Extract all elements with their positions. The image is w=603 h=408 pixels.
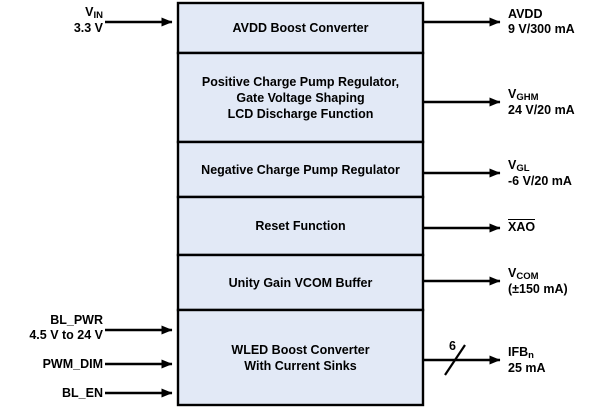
bus-width-label-ifbn: 6 — [449, 339, 456, 353]
block-label-neg-charge-pump: Negative Charge Pump Regulator — [201, 162, 400, 177]
output-name-vghm: V — [508, 87, 517, 101]
block-rect-wled-boost — [176, 308, 425, 407]
block-rect-avdd-boost — [176, 1, 425, 55]
block-label-avdd-boost: AVDD Boost Converter — [232, 21, 369, 35]
output-sub-ifbn: n — [528, 350, 534, 361]
output-sub-vcom: COM — [516, 271, 539, 282]
input-name-pwm-dim: PWM_DIM — [42, 357, 103, 371]
output-name-vcom: V — [508, 266, 517, 280]
block-label-vcom-buffer: Unity Gain VCOM Buffer — [228, 275, 373, 290]
output-detail-vcom: (±150 mA) — [508, 282, 568, 296]
output-detail-vghm: 24 V/20 mA — [508, 103, 575, 117]
block-rect-pos-charge-pump — [176, 51, 425, 144]
block-rect-reset-function — [176, 195, 425, 257]
output-name-vgl: V — [508, 158, 517, 172]
input-sub-vin: IN — [93, 10, 104, 21]
input-label-pwm-dim: PWM_DIM — [0, 357, 103, 372]
output-label-vghm: VGHM 24 V/20 mA — [508, 87, 575, 118]
output-sub-vghm: GHM — [516, 92, 539, 103]
input-name-vin: V — [85, 5, 94, 19]
output-label-ifbn: IFBn 25 mA — [508, 345, 546, 376]
block-label-wled-boost: WLED Boost Converter With Current Sinks — [231, 342, 370, 373]
output-label-xao: XAO — [508, 219, 536, 235]
output-name-avdd: AVDD — [508, 7, 543, 21]
output-label-vgl: VGL -6 V/20 mA — [508, 158, 572, 189]
input-label-vin: VIN 3.3 V — [0, 5, 103, 36]
output-detail-avdd: 9 V/300 mA — [508, 22, 575, 36]
output-name-ifbn: IFB — [508, 345, 529, 359]
input-detail-bl-pwr: 4.5 V to 24 V — [29, 328, 103, 342]
output-detail-ifbn: 25 mA — [508, 361, 546, 375]
input-label-bl-pwr: BL_PWR 4.5 V to 24 V — [0, 313, 103, 343]
input-name-bl-en: BL_EN — [62, 386, 103, 400]
output-label-avdd: AVDD 9 V/300 mA — [508, 7, 575, 37]
output-label-vcom: VCOM (±150 mA) — [508, 266, 568, 297]
block-label-pos-charge-pump: Positive Charge Pump Regulator, Gate Vol… — [201, 74, 400, 121]
output-name-xao: XAO — [508, 219, 536, 234]
bus-width-slash-icon — [444, 344, 466, 376]
output-sub-vgl: GL — [516, 163, 530, 174]
block-label-reset-function: Reset Function — [255, 219, 346, 233]
input-name-bl-pwr: BL_PWR — [50, 313, 103, 327]
input-label-bl-en: BL_EN — [0, 386, 103, 401]
output-detail-vgl: -6 V/20 mA — [508, 174, 572, 188]
input-detail-vin: 3.3 V — [73, 21, 103, 35]
